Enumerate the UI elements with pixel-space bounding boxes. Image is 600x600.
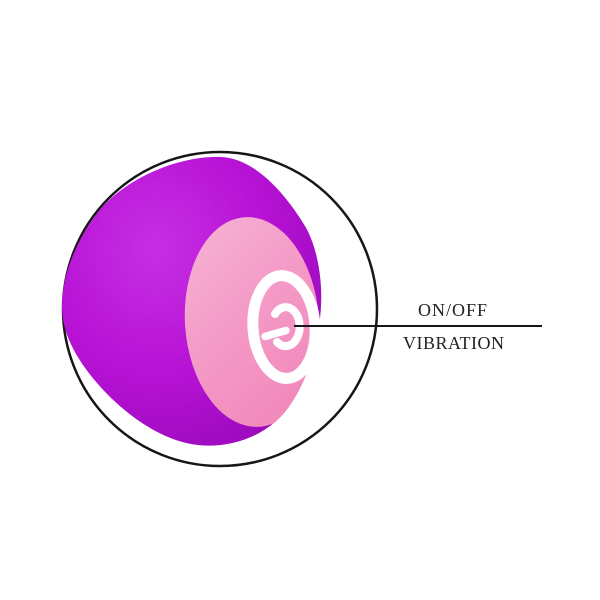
power-icon bbox=[261, 303, 304, 351]
power-icon-arc bbox=[271, 303, 304, 351]
power-icon-bar bbox=[261, 326, 290, 341]
label-on-off: ON/OFF bbox=[418, 300, 489, 320]
button-ring-icon bbox=[247, 270, 321, 384]
label-vibration: VIBRATION bbox=[403, 333, 505, 353]
